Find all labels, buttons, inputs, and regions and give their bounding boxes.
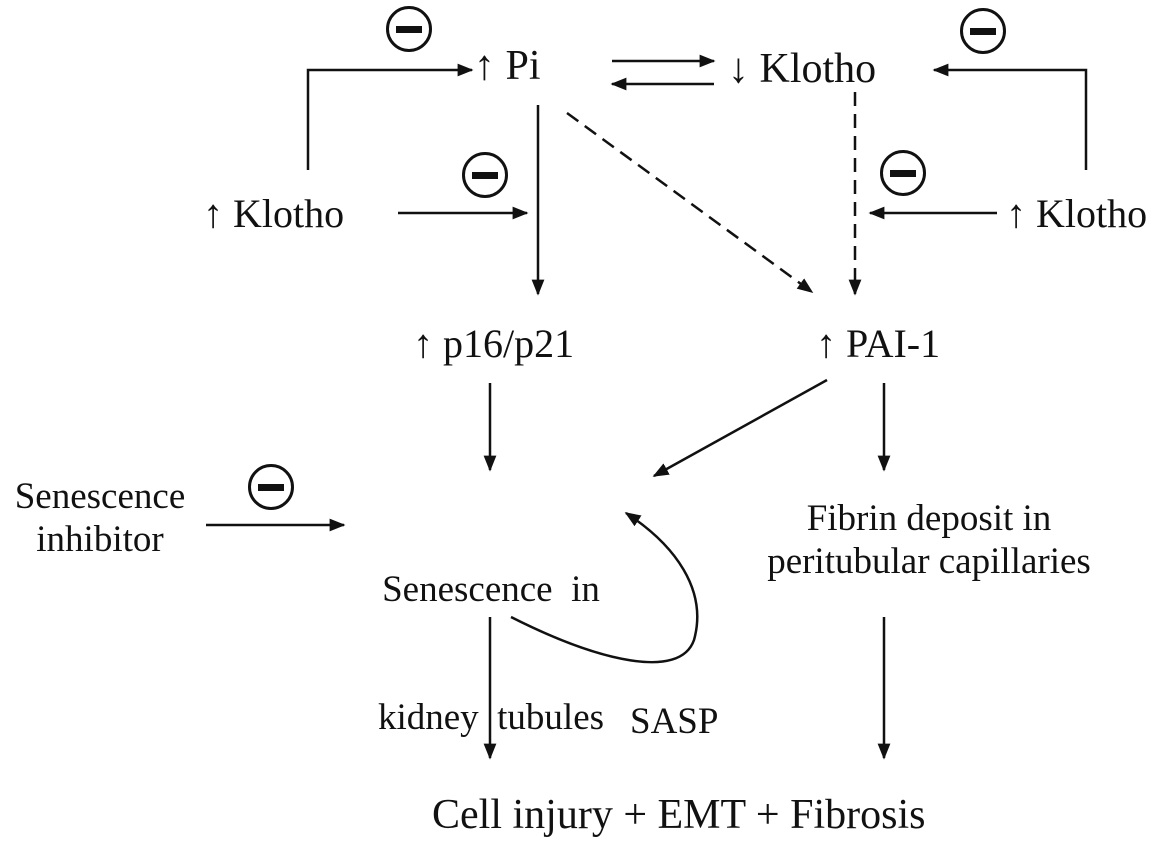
arrow-pi-to-pai1-dashed xyxy=(566,111,814,294)
node-senescence-inhibitor: Senescence inhibitor xyxy=(2,476,198,561)
node-p16p21-label: p16/p21 xyxy=(443,321,575,366)
node-p16p21: ↑ p16/p21 xyxy=(413,321,574,367)
arrow-sasp-feedback-loop xyxy=(510,511,699,664)
inhibition-symbol-klotho-right xyxy=(960,8,1006,54)
node-klotho-down: ↓ Klotho xyxy=(728,45,876,93)
node-senescence-tubules-line1: Senescence in xyxy=(382,569,600,611)
node-outcome-label: Cell injury + EMT + Fibrosis xyxy=(432,792,926,838)
inhibition-symbol-klotho-left-horizontal xyxy=(462,152,508,198)
node-fibrin-deposit: Fibrin deposit in peritubular capillarie… xyxy=(730,498,1128,583)
arrow-klotho-right-to-klotho-down xyxy=(932,63,1088,170)
up-arrow-icon: ↑ xyxy=(816,321,836,366)
arrow-pai1-to-senescence xyxy=(652,378,828,478)
node-senescence-inhibitor-line2: inhibitor xyxy=(36,518,164,560)
node-senescence-tubules: Senescence in kidney tubules xyxy=(356,484,626,824)
node-sasp: SASP xyxy=(630,701,718,744)
down-arrow-icon: ↓ xyxy=(728,46,749,92)
node-klotho-up-left-label: Klotho xyxy=(233,191,345,236)
inhibition-symbol-klotho-right-horizontal xyxy=(880,150,926,196)
up-arrow-icon: ↑ xyxy=(1006,191,1026,236)
arrow-klotho-left-to-pi xyxy=(306,63,474,170)
node-sasp-label: SASP xyxy=(630,701,719,742)
node-pi-up: ↑ Pi xyxy=(474,42,541,90)
node-outcome: Cell injury + EMT + Fibrosis xyxy=(432,791,925,839)
node-pai1-label: PAI-1 xyxy=(846,321,941,366)
node-pai1: ↑ PAI-1 xyxy=(816,321,940,367)
inhibition-symbol-klotho-left-pi xyxy=(386,6,432,52)
node-klotho-up-right: ↑ Klotho xyxy=(1006,191,1147,237)
up-arrow-icon: ↑ xyxy=(203,191,223,236)
node-fibrin-line1: Fibrin deposit in xyxy=(806,498,1052,539)
node-senescence-tubules-line2: kidney tubules xyxy=(377,696,605,738)
up-arrow-icon: ↑ xyxy=(474,43,495,89)
node-klotho-down-label: Klotho xyxy=(759,46,877,92)
inhibition-symbol-senescence-inhibitor xyxy=(248,464,294,510)
node-fibrin-line2: peritubular capillaries xyxy=(767,540,1091,582)
node-pi-label: Pi xyxy=(505,43,541,89)
up-arrow-icon: ↑ xyxy=(413,321,433,366)
node-senescence-inhibitor-line1: Senescence xyxy=(14,476,186,517)
node-klotho-up-right-label: Klotho xyxy=(1036,191,1148,236)
node-klotho-up-left: ↑ Klotho xyxy=(203,191,344,237)
